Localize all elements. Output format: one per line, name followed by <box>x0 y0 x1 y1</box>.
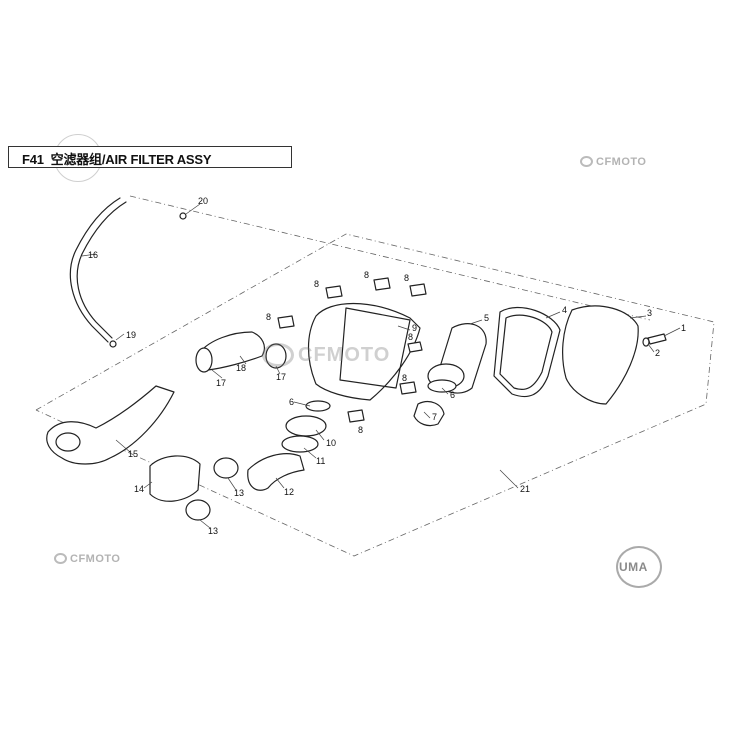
clip-8g <box>347 409 365 423</box>
callout-8e: 8 <box>408 332 413 342</box>
callout-12: 12 <box>284 487 294 497</box>
breather-hose <box>69 197 121 343</box>
uma-badge-icon <box>616 546 662 588</box>
callout-8c: 8 <box>404 273 409 283</box>
connector-ring-17a <box>195 347 213 373</box>
elbow-hose <box>247 453 305 491</box>
hose-clamp-13b <box>185 499 211 521</box>
callout-18: 18 <box>236 363 246 373</box>
brand-logo-icon <box>54 553 67 564</box>
leader-lines <box>81 203 681 529</box>
callout-8d: 8 <box>266 312 271 322</box>
screw <box>647 333 667 345</box>
assembly-boundary <box>35 233 715 557</box>
center-watermark-icon <box>262 343 294 367</box>
callout-8a: 8 <box>314 279 319 289</box>
callout-8g: 8 <box>358 425 363 435</box>
callout-13b: 13 <box>208 526 218 536</box>
clip-8c <box>409 283 427 297</box>
clamp-6-lower <box>305 400 331 412</box>
rubber-joint <box>285 415 327 437</box>
gasket-inner <box>499 314 553 391</box>
brand-watermark-top: CFMOTO <box>596 156 647 168</box>
callout-3: 3 <box>647 308 652 318</box>
callout-5: 5 <box>484 313 489 323</box>
hose-clamp-19 <box>109 340 117 348</box>
callout-7: 7 <box>432 412 437 422</box>
breather-hose-inner <box>76 201 127 339</box>
callout-9: 9 <box>412 323 417 333</box>
callout-1: 1 <box>681 323 686 333</box>
callout-21: 21 <box>520 484 530 494</box>
uma-badge-text: UMA <box>619 560 648 574</box>
bellows-hose <box>149 455 201 502</box>
hose-clamp-11 <box>281 435 319 453</box>
title-box <box>8 146 292 168</box>
center-line <box>129 195 651 321</box>
intake-duct-mouth <box>55 432 81 452</box>
callout-14: 14 <box>134 484 144 494</box>
clip-8d <box>277 315 295 329</box>
clip-8b <box>373 277 391 291</box>
clip-8f <box>399 381 417 395</box>
callout-13a: 13 <box>234 488 244 498</box>
callout-6a: 6 <box>450 390 455 400</box>
callout-17a: 17 <box>216 378 226 388</box>
clip-8e <box>407 341 423 353</box>
intake-duct <box>46 385 175 465</box>
callout-11: 11 <box>316 456 325 466</box>
callout-8f: 8 <box>402 373 407 383</box>
washer <box>642 337 650 347</box>
brand-watermark-bottom: CFMOTO <box>70 553 121 565</box>
sleeve <box>413 401 445 427</box>
callout-8b: 8 <box>364 270 369 280</box>
callout-20: 20 <box>198 196 208 206</box>
callout-16: 16 <box>88 250 98 260</box>
diagram-title: F41 空滤器组/AIR FILTER ASSY <box>22 149 212 168</box>
title-code: F41 <box>22 152 44 167</box>
callout-2: 2 <box>655 348 660 358</box>
clamp-6-upper <box>427 379 457 393</box>
title-name: 空滤器组/AIR FILTER ASSY <box>50 152 212 167</box>
air-box-cover <box>562 305 639 405</box>
hose-clamp-20 <box>179 212 187 220</box>
callout-15: 15 <box>128 449 138 459</box>
callout-6b: 6 <box>289 397 294 407</box>
hose-clamp-13a <box>213 457 239 479</box>
callout-19: 19 <box>126 330 136 340</box>
callout-17b: 17 <box>276 372 286 382</box>
gasket <box>493 306 561 398</box>
callout-10: 10 <box>326 438 336 448</box>
air-filter-box-flange <box>339 307 411 389</box>
air-filter-box <box>307 303 421 401</box>
brand-logo-icon <box>580 156 593 167</box>
clip-8a <box>325 285 343 299</box>
callout-labels: 1 2 3 4 5 6 6 7 8 8 8 8 8 8 8 9 10 11 12… <box>88 196 686 536</box>
center-watermark: CFMOTO <box>298 344 391 366</box>
callout-4: 4 <box>562 305 567 315</box>
